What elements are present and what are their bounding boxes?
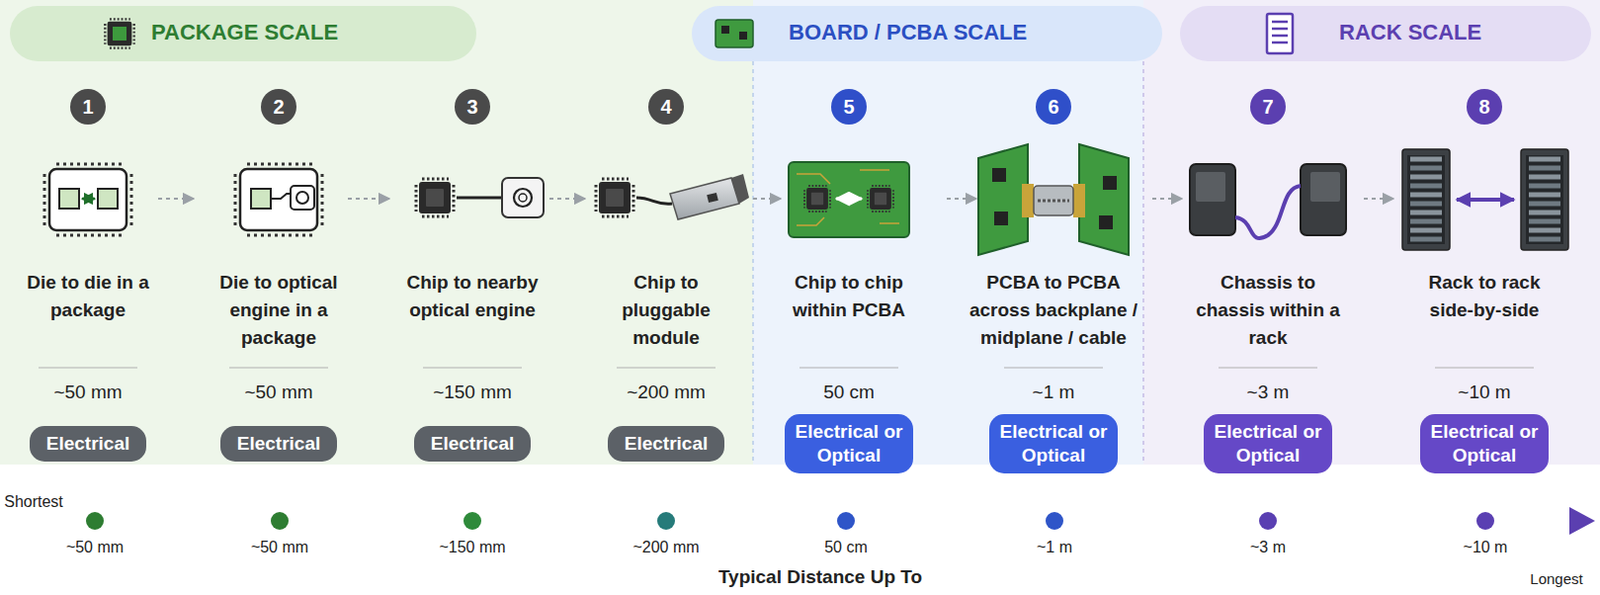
- medium-badge: Electrical or Optical: [1420, 414, 1549, 474]
- step-number: 8: [1466, 88, 1503, 125]
- axis-tick-label: ~150 mm: [418, 537, 527, 558]
- step-number-text: 3: [466, 95, 478, 119]
- distance-value: ~50 mm: [204, 380, 353, 405]
- distance-value: ~200 mm: [591, 380, 741, 405]
- step-number: 7: [1250, 88, 1286, 125]
- step-number: 1: [70, 88, 106, 125]
- step-title: Chip to chip within PCBA: [769, 268, 928, 325]
- axis-tick-label: ~10 m: [1431, 537, 1540, 558]
- step-number-text: 4: [660, 95, 672, 119]
- scale-heading: PACKAGE SCALE: [151, 19, 338, 46]
- distance-value: ~10 m: [1410, 380, 1559, 405]
- axis-tick-label: ~1 m: [1000, 537, 1109, 558]
- axis-tick-label: ~3 m: [1213, 537, 1323, 558]
- medium-badge: Electrical: [607, 425, 725, 462]
- step-title: Chassis to chassis within a rack: [1183, 268, 1352, 352]
- step-number: 5: [831, 88, 867, 125]
- distance-value: 50 cm: [774, 380, 924, 405]
- badge-text: Electrical: [430, 432, 515, 454]
- step-number-text: 2: [272, 95, 284, 119]
- badge-text: Electrical: [46, 432, 131, 454]
- step-number-text: 1: [82, 95, 93, 119]
- badge-text: Electrical: [624, 432, 709, 454]
- distance-value: ~1 m: [979, 380, 1128, 405]
- axis-tick-label: ~200 mm: [611, 537, 721, 558]
- step-title: PCBA to PCBA across backplane / midplane…: [959, 268, 1148, 352]
- axis-end-label: Shortest: [1, 492, 66, 512]
- axis-end-label: Longest: [1521, 569, 1592, 590]
- step-number-text: 7: [1262, 95, 1273, 119]
- step-title: Rack to rack side-by-side: [1405, 268, 1564, 325]
- distance-value: ~150 mm: [398, 380, 547, 405]
- step-number: 3: [454, 88, 491, 125]
- axis-title: Typical Distance Up To: [662, 565, 979, 590]
- medium-badge: Electrical: [220, 425, 337, 462]
- medium-badge: Electrical: [414, 425, 531, 462]
- step-number-text: 6: [1047, 95, 1059, 119]
- axis-tick-label: ~50 mm: [40, 537, 150, 558]
- badge-text: Electrical or Optical: [795, 421, 904, 466]
- axis-tick-label: 50 cm: [791, 537, 901, 558]
- badge-text: Electrical or Optical: [1000, 421, 1108, 466]
- medium-badge: Electrical or Optical: [784, 414, 914, 474]
- distance-value: ~3 m: [1193, 380, 1343, 405]
- step-number: 6: [1035, 88, 1072, 125]
- medium-badge: Electrical: [29, 425, 147, 462]
- medium-badge: Electrical or Optical: [1203, 414, 1333, 474]
- step-title: Die to die in a package: [13, 268, 163, 325]
- badge-text: Electrical: [237, 432, 322, 454]
- badge-text: Electrical or Optical: [1431, 421, 1539, 466]
- step-number-text: 8: [1478, 95, 1490, 119]
- step-number-text: 5: [842, 95, 854, 119]
- step-number: 4: [648, 88, 684, 125]
- step-title: Die to optical engine in a package: [194, 268, 363, 352]
- badge-text: Electrical or Optical: [1214, 421, 1323, 466]
- step-title: Chip to pluggable module: [587, 268, 746, 352]
- medium-badge: Electrical or Optical: [989, 414, 1118, 474]
- scale-heading: RACK SCALE: [1339, 19, 1482, 46]
- scale-heading: BOARD / PCBA SCALE: [788, 19, 1027, 46]
- distance-value: ~50 mm: [13, 380, 163, 405]
- axis-tick-label: ~50 mm: [225, 537, 335, 558]
- step-title: Chip to nearby optical engine: [388, 268, 557, 325]
- step-number: 2: [260, 88, 297, 125]
